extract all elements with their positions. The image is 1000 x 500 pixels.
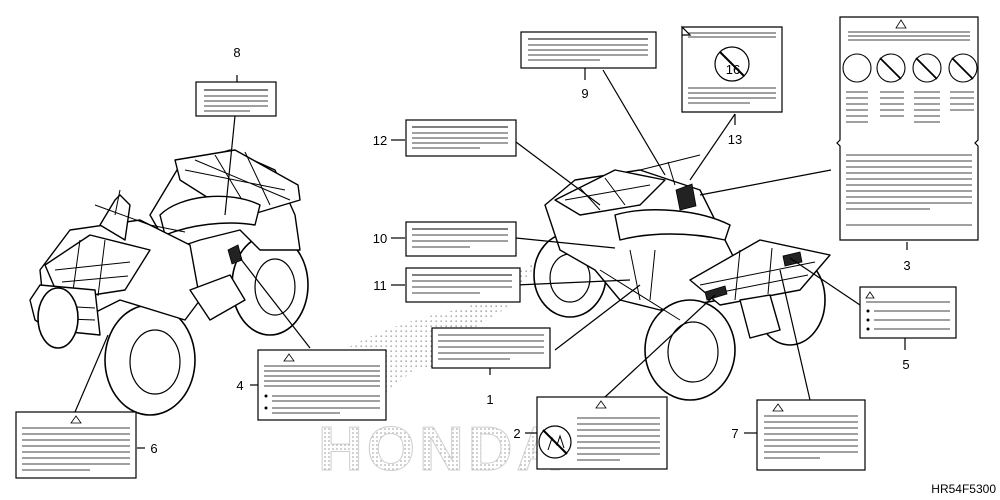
callout-12: 12 <box>373 133 387 148</box>
label-9 <box>520 31 657 69</box>
icon-number: 16 <box>726 62 740 77</box>
callout-11: 11 <box>373 278 387 293</box>
label-6 <box>15 411 137 479</box>
label-11 <box>405 267 521 303</box>
label-10 <box>405 221 517 257</box>
atv-front-view <box>29 149 309 416</box>
callout-1: 1 <box>486 392 493 407</box>
callout-3: 3 <box>903 258 910 273</box>
label-5 <box>859 286 957 339</box>
callout-4: 4 <box>236 378 243 393</box>
label-3 <box>836 16 979 241</box>
label-1 <box>431 327 551 369</box>
callout-8: 8 <box>233 45 240 60</box>
callout-2: 2 <box>513 426 520 441</box>
callout-9: 9 <box>581 86 588 101</box>
label-4 <box>257 349 387 421</box>
callout-numbers: 1 2 3 4 5 6 7 8 9 10 11 12 13 <box>150 45 910 456</box>
label-7 <box>756 399 866 471</box>
atv-rear-view <box>533 154 831 401</box>
label-13: 16 <box>681 25 783 113</box>
diagram-code: HR54F5300 <box>931 482 996 496</box>
callout-5: 5 <box>902 357 909 372</box>
callout-7: 7 <box>731 426 738 441</box>
label-12 <box>405 119 517 157</box>
label-2 <box>536 396 668 470</box>
honda-watermark-text: HONDA <box>318 415 565 484</box>
callout-10: 10 <box>373 231 387 246</box>
label-8 <box>195 81 277 117</box>
callout-13: 13 <box>728 132 742 147</box>
callout-6: 6 <box>150 441 157 456</box>
leader-lines <box>74 68 908 449</box>
